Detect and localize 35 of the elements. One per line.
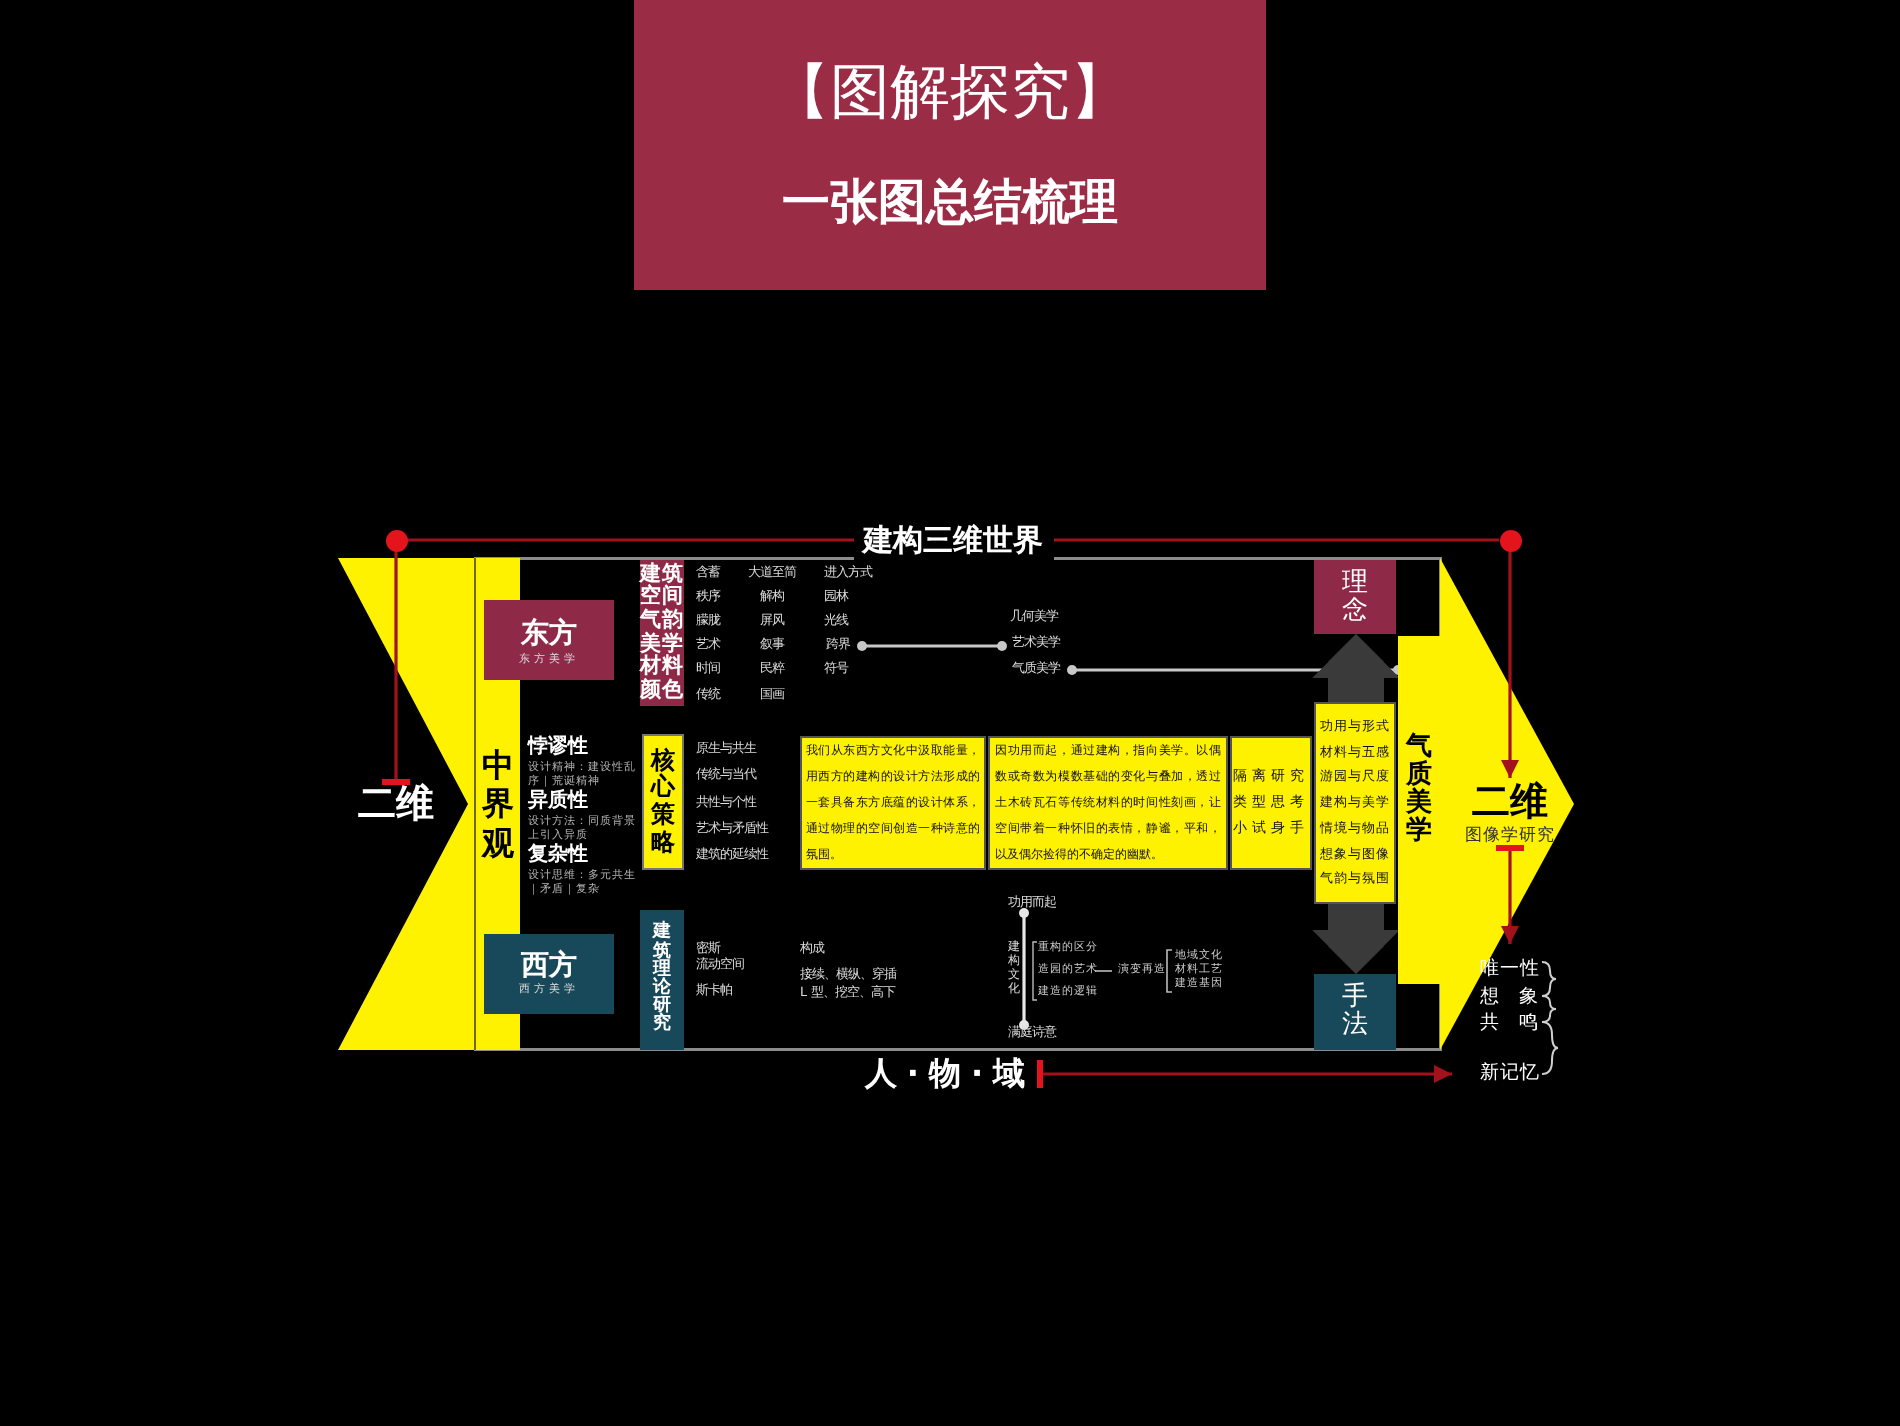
label-box: 核心策略 [642,734,684,870]
category-box [484,934,614,1014]
title-text: 【图解探究】 [768,58,1132,130]
heading-text: 二维 [1470,779,1550,825]
arrow [1312,904,1400,974]
label-box: 建筑理论研究 [640,910,684,1050]
label-box: 理念 [1314,560,1396,634]
caption-text: 图像学研究 [1463,825,1557,847]
heading-text: 西方 [519,949,579,982]
dot-icon [385,529,407,551]
text-label: 人·物·域 [860,1054,1040,1094]
text-label: 二维 [356,782,436,828]
label-box: 气质美学 [1398,636,1440,984]
category-box [484,600,614,680]
edge-label: 建构三维世界 [853,521,1053,559]
subtitle-text: 一张图总结梳理 [780,173,1120,231]
arrow [1037,1060,1452,1088]
arrow [1501,551,1519,778]
dot-icon [1499,529,1521,551]
arrow [1312,634,1400,702]
text-label: 新记忆 [1452,1058,1540,1088]
subheading: 复杂性 [528,844,588,868]
label-box: 建筑空间气韵美学材料颜色 [640,560,684,706]
text-label: 想象 [1480,985,1558,1009]
label-box: 手法 [1314,974,1396,1050]
subheading: 悖谬性 [528,736,588,760]
title-banner [634,0,1266,290]
subheading: 异质性 [528,790,588,814]
line [382,551,410,785]
heading-text: 东方 [519,617,579,651]
list-box [1314,702,1396,904]
arrow [1496,845,1524,944]
line [857,641,1007,651]
line [1019,908,1029,1030]
text-label: 共鸣 [1480,1012,1558,1036]
